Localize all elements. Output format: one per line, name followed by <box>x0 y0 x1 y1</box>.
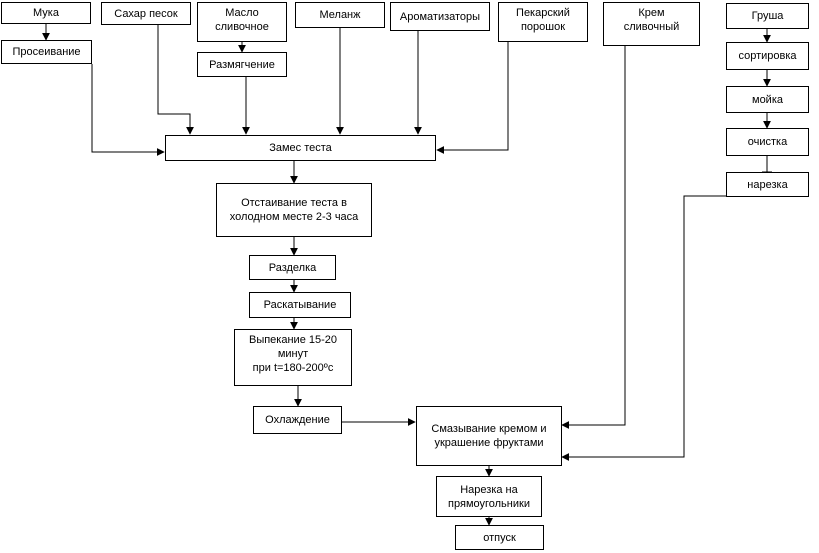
arrow-krem-smaz <box>561 46 626 429</box>
node-proseivanie: Просеивание <box>1 40 92 64</box>
node-pekarskiy-poroshok: Пекарский порошок <box>498 2 588 42</box>
node-sortirovka: сортировка <box>726 42 809 70</box>
node-otpusk: отпуск <box>455 525 544 550</box>
node-maslo: Масло сливочное <box>197 2 287 42</box>
node-narezka-fruktov: нарезка <box>726 172 809 197</box>
node-narezka-pryamougolniki: Нарезка на прямоугольники <box>436 476 542 517</box>
node-smazyvanie: Смазывание кремом и украшение фруктами <box>416 406 562 466</box>
arrow-pekar-zames <box>436 42 509 154</box>
node-moika: мойка <box>726 86 809 113</box>
node-muka: Мука <box>1 2 91 24</box>
node-razdelka: Разделка <box>249 255 336 280</box>
node-grusha: Груша <box>726 3 809 29</box>
node-razmyagchenie: Размягчение <box>197 52 287 77</box>
node-raskatyvanie: Раскатывание <box>249 292 351 318</box>
node-ohlazhdenie: Охлаждение <box>253 406 342 434</box>
node-zames-testa: Замес теста <box>165 135 436 161</box>
arrow-sahar-zames <box>157 25 194 135</box>
node-vypekanie: Выпекание 15-20 минут при t=180-200ºс <box>234 329 352 386</box>
arrow-prosei-zames <box>91 64 165 156</box>
node-sahar: Сахар песок <box>101 2 191 25</box>
node-ochistka: очистка <box>726 128 809 156</box>
arrow-narezka-smaz <box>561 195 726 461</box>
node-krem: Крем сливочный <box>603 2 700 46</box>
node-aromatizatory: Ароматизаторы <box>390 2 490 31</box>
node-melanzh: Меланж <box>295 2 385 28</box>
node-otstaivanie: Отстаивание теста в холодном месте 2-3 ч… <box>216 183 372 237</box>
